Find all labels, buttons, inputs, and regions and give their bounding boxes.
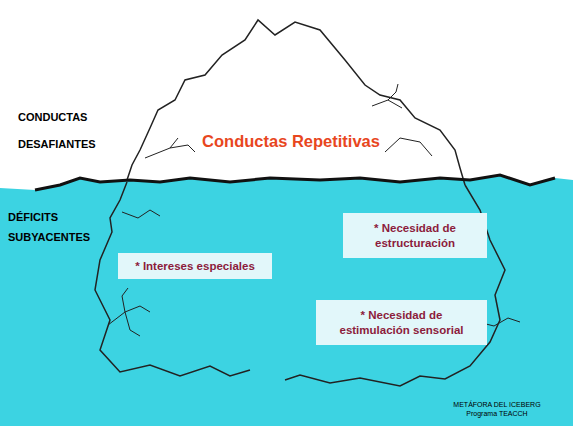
deficit-box: * Intereses especiales (118, 253, 272, 279)
iceberg-crack (145, 138, 178, 158)
deficit-box: * Necesidad de estructuración (343, 213, 487, 258)
deficit-box: * Necesidad de estimulación sensorial (316, 300, 487, 345)
iceberg-crack (122, 210, 160, 218)
credit-note: METÁFORA DEL ICEBERG Programa TEACCH (449, 400, 545, 418)
iceberg-crack (125, 312, 140, 336)
iceberg-tip-label: Conductas Repetitivas (196, 131, 386, 151)
box-text: * Necesidad de estimulación sensorial (324, 308, 479, 338)
iceberg-crack (170, 145, 195, 152)
iceberg-crack (385, 138, 432, 156)
iceberg-crack (122, 288, 128, 312)
box-text: * Necesidad de estructuración (351, 221, 479, 251)
iceberg-outline-top (127, 20, 465, 185)
upper-caption: CONDUCTAS DESAFIANTES (18, 104, 110, 158)
iceberg-outline-under (95, 182, 250, 376)
iceberg-outline-under (285, 185, 505, 386)
iceberg-crack (108, 306, 150, 325)
lower-caption: DÉFICITS SUBYACENTES (8, 207, 100, 247)
water (0, 175, 573, 426)
box-text: * Intereses especiales (135, 259, 255, 274)
iceberg-crack (388, 84, 398, 100)
waterline (35, 175, 555, 190)
iceberg-crack (372, 100, 402, 108)
